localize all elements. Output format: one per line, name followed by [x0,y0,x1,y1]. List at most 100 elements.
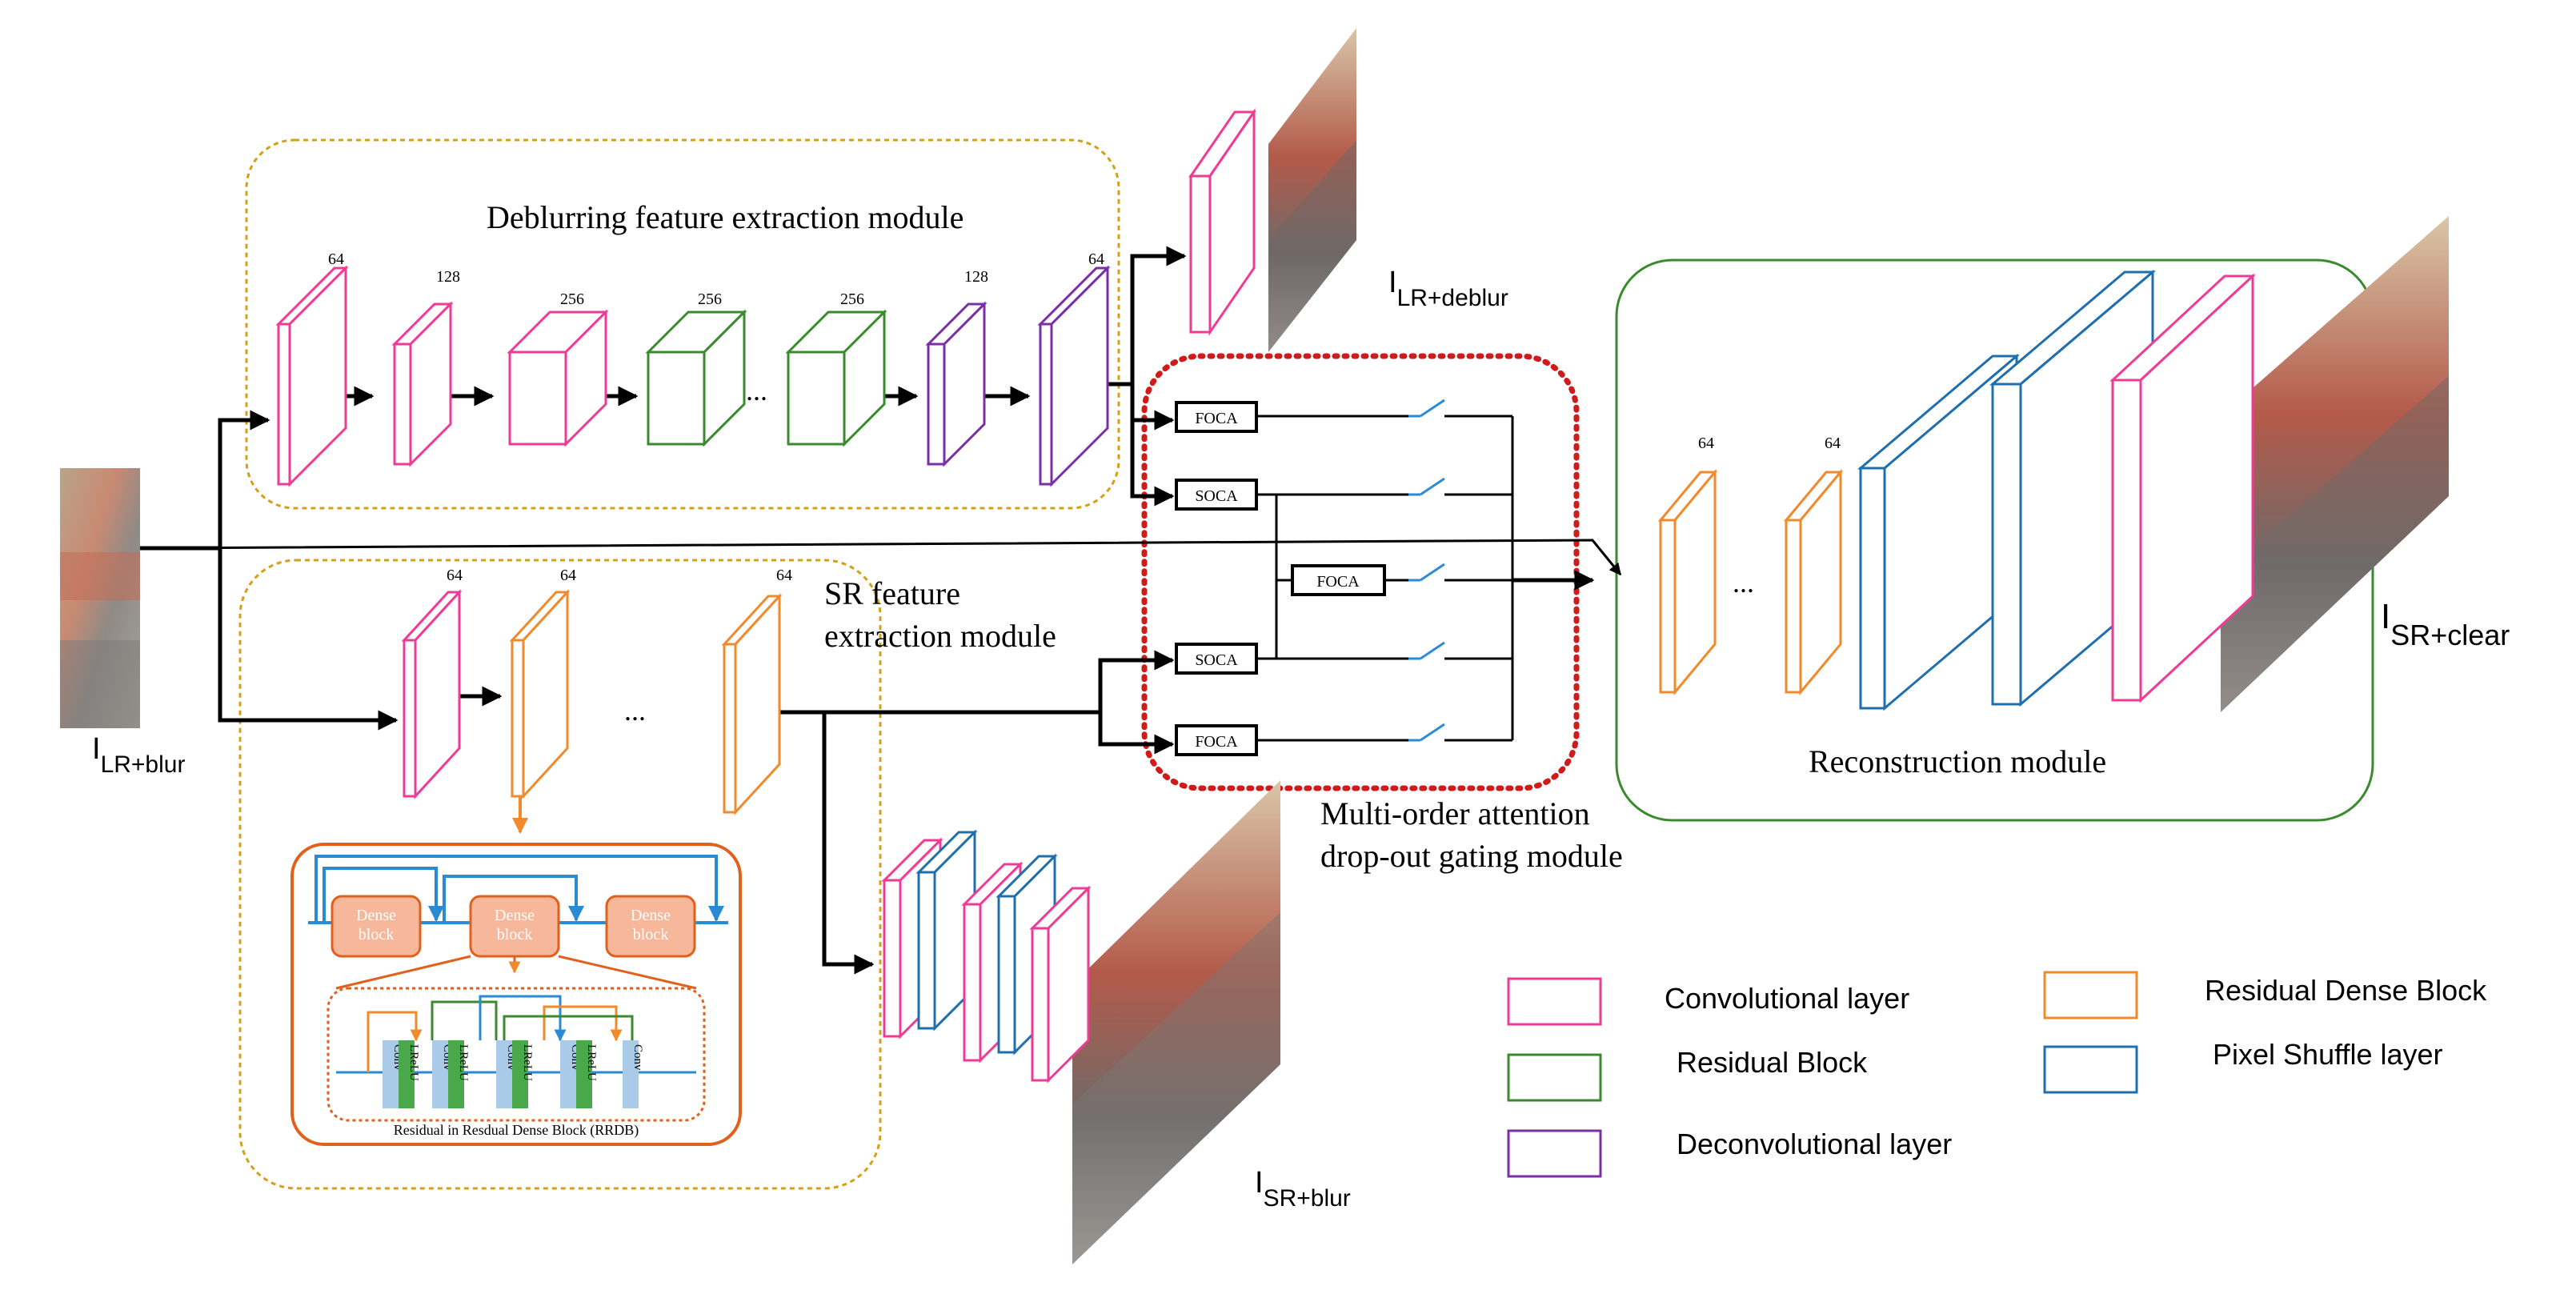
rrdb-outer-box [290,843,742,1146]
channel-label: 64 [1825,435,1841,452]
sr-blur-image [1072,780,1280,1264]
rrdb-lrelu-unit: LReLU [399,1040,420,1108]
recon-ellipsis: ... [1733,567,1754,599]
svg-text:Dense: Dense [356,907,396,924]
input-image-label: ILR+blur [92,732,185,778]
channel-label: 256 [560,290,584,308]
sr-channel-labels: 64 64 64 [447,567,792,584]
legend-rdb: Residual Dense Block [2043,971,2487,1020]
rdb-layer [1783,468,1844,696]
conv-unit-label: Conv [631,1044,644,1071]
channel-label: 64 [776,567,792,584]
conv-layer [2109,273,2256,703]
gate-foca-bottom: FOCA [1175,724,1258,756]
channel-label: 64 [447,567,463,584]
svg-text:block: block [359,926,394,943]
channel-label: 256 [698,290,722,308]
svg-text:Dense: Dense [631,907,671,924]
conv-layer [1188,108,1256,336]
gating-wires [1256,415,1514,742]
deblur-channel-labels: 64 128 256 256 256 128 64 [328,250,1104,308]
layer-blocks [275,108,2256,1084]
gating-module-title-line2: drop-out gating module [1320,838,1623,874]
gate-soca-upper: SOCA [1175,479,1258,511]
rrdb-conv-unit: Conv [623,1040,644,1108]
deblur-module-box [245,138,1120,510]
gate-soca-lower: SOCA [1175,643,1258,675]
lrelu-unit-label: LReLU [457,1044,470,1081]
channel-label: 128 [964,268,988,286]
sr-module-box [238,559,882,1190]
channel-label: 64 [328,250,344,268]
rrdb-detail: Dense block Dense block Dense block Conv… [290,843,742,1146]
skip-connection [139,539,1622,576]
conv-layer [391,301,454,467]
output-image [2221,216,2449,712]
recon-module-title: Reconstruction module [1809,743,2106,779]
svg-text:Residual Block: Residual Block [1677,1046,1868,1079]
residual-block [645,309,747,447]
gate-foca-top: FOCA [1175,401,1258,433]
lrelu-unit-label: LReLU [585,1044,598,1081]
channel-label: 64 [1698,435,1714,452]
dense-block-3: Dense block [605,895,696,958]
svg-text:block: block [633,926,668,943]
lrelu-unit-label: LReLU [521,1044,534,1081]
rdb-layer [721,593,783,815]
output-image-label: ISR+clear [2381,597,2510,651]
rrdb-lrelu-unit: LReLU [512,1040,534,1108]
svg-text:Residual Dense Block: Residual Dense Block [2205,974,2487,1007]
legend-pixel-shuffle: Pixel Shuffle layer [2043,1038,2443,1094]
deblur-module-title: Deblurring feature extraction module [487,199,963,235]
rdb-layer [1657,468,1718,696]
legend-deconv: Deconvolutional layer [1507,1128,1952,1178]
deblur-image-label: ILR+deblur [1388,266,1508,311]
gate-switches [1408,399,1445,742]
dense-block-inner-box [327,987,706,1122]
svg-text:Convolutional layer: Convolutional layer [1665,982,1909,1015]
pixel-shuffle-layer [1857,353,2021,711]
input-image [60,468,140,728]
rrdb-lrelu-unit: LReLU [576,1040,598,1108]
deconv-layer [925,301,988,467]
svg-text:Dense: Dense [495,907,535,924]
deblur-image [1268,28,1356,352]
channel-label: 64 [1088,250,1104,268]
deblur-ellipsis: ... [746,375,767,407]
gate-foca-mid: FOCA [1291,564,1386,596]
dense-block-1: Dense block [331,895,422,958]
channel-label: 128 [436,268,460,286]
sr-module-title-line2: extraction module [824,618,1056,654]
svg-text:Deconvolutional layer: Deconvolutional layer [1677,1128,1952,1160]
gating-module-title-line1: Multi-order attention [1320,795,1590,831]
sr-ellipsis: ... [624,695,646,727]
svg-text:FOCA: FOCA [1195,410,1238,427]
lrelu-unit-label: LReLU [407,1044,420,1081]
sr-blur-image-label: ISR+blur [1255,1166,1351,1212]
conv-layer [1029,885,1092,1084]
svg-text:FOCA: FOCA [1316,573,1360,591]
svg-text:SOCA: SOCA [1195,651,1238,669]
rrdb-lrelu-unit: LReLU [448,1040,470,1108]
rdb-layer [509,589,571,799]
conv-layer [507,309,609,447]
residual-block [785,309,887,447]
channel-label: 256 [840,290,864,308]
deconv-layer [1037,265,1111,487]
legend: Convolutional layer Residual Block Decon… [1507,971,2487,1178]
conv-layer [401,589,463,799]
dense-block-2: Dense block [469,895,560,958]
sr-module-title-line1: SR feature [824,575,960,611]
svg-text:Pixel Shuffle layer: Pixel Shuffle layer [2213,1038,2443,1071]
svg-text:FOCA: FOCA [1195,733,1238,751]
legend-residual: Residual Block [1507,1046,1868,1102]
conv-layer [275,265,349,487]
legend-conv: Convolutional layer [1507,977,1909,1026]
svg-text:block: block [497,926,532,943]
rrdb-title: Residual in Resdual Dense Block (RRDB) [394,1122,639,1139]
channel-label: 64 [560,567,576,584]
svg-text:SOCA: SOCA [1195,487,1238,505]
recon-channel-labels: 64 64 [1698,435,1841,452]
